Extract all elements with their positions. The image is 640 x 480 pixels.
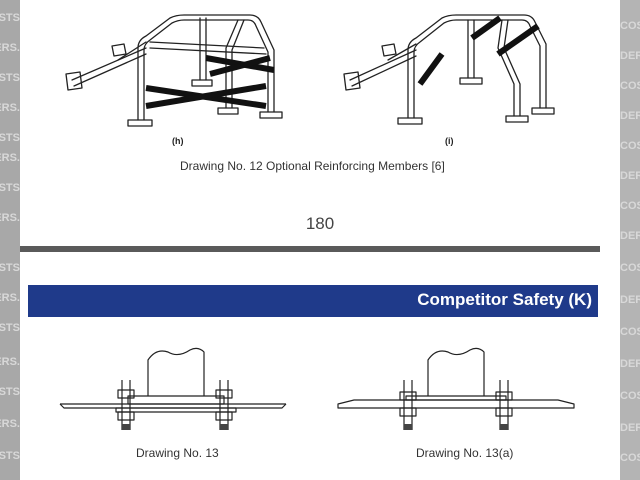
watermark-text: COSTS (0, 322, 20, 334)
watermark-text: DERS. (0, 212, 20, 224)
watermark-text: COSTS (620, 262, 640, 274)
watermark-text: COSTS (620, 20, 640, 32)
watermark-text: COSTS (0, 72, 20, 84)
watermark-text: DERS. (0, 102, 20, 114)
figure-caption-12: Drawing No. 12 Optional Reinforcing Memb… (180, 159, 445, 173)
watermark-text: COSTS (620, 326, 640, 338)
roll-cage-drawing-h (65, 14, 283, 127)
watermark-text: COSTS (0, 386, 20, 398)
watermark-text: DERS. (620, 50, 640, 62)
watermark-text: DERS. (620, 170, 640, 182)
watermark-text: COSTS (620, 200, 640, 212)
page-divider (20, 246, 600, 252)
watermark-text: DERS. (0, 356, 20, 368)
watermark-text: COSTS (0, 182, 20, 194)
watermark-text: DERS. (620, 422, 640, 434)
watermark-text: DERS. (620, 294, 640, 306)
watermark-text: COSTS (620, 140, 640, 152)
watermark-text: DERS. (0, 152, 20, 164)
watermark-text: COSTS (0, 12, 20, 24)
watermark-text: COSTS (0, 132, 20, 144)
watermark-text: DERS. (620, 110, 640, 122)
section-title: Competitor Safety (K) (417, 290, 592, 309)
section-banner: Competitor Safety (K) (28, 285, 598, 317)
watermark-text: COSTS (620, 80, 640, 92)
watermark-text: DERS. (620, 230, 640, 242)
roll-cage-drawing-i (343, 14, 555, 125)
watermark-text: DERS. (0, 418, 20, 430)
document-page: (h) (i) Drawing No. 12 Optional Reinfor (20, 0, 620, 480)
figure-sublabel-i: (i) (445, 136, 454, 146)
watermark-text: COSTS (0, 450, 20, 462)
figure-caption-13: Drawing No. 13 (136, 446, 219, 460)
left-page-margin: COSTS DERS. COSTS DERS. COSTS DERS. COST… (0, 0, 20, 480)
right-page-margin: COSTS DERS. COSTS DERS. COSTS DERS. COST… (620, 0, 640, 480)
watermark-text: COSTS (0, 262, 20, 274)
figure-caption-13a: Drawing No. 13(a) (416, 446, 514, 460)
figure-sublabel-h: (h) (172, 136, 184, 146)
mounting-plate-drawing-13a (337, 347, 575, 430)
watermark-text: DERS. (0, 292, 20, 304)
watermark-text: DERS. (620, 358, 640, 370)
mounting-plate-drawing-13 (59, 347, 287, 430)
watermark-text: DERS. (0, 42, 20, 54)
page-number: 180 (305, 214, 335, 233)
watermark-text: COSTS (620, 452, 640, 464)
watermark-text: COSTS (620, 390, 640, 402)
